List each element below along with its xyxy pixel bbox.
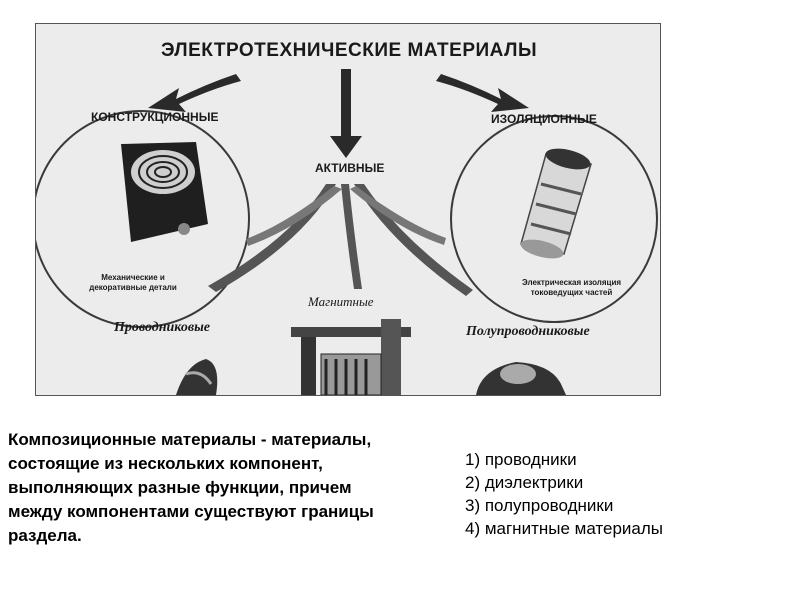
diagram-title: ЭЛЕКТРОТЕХНИЧЕСКИЕ МАТЕРИАЛЫ bbox=[161, 40, 538, 61]
label-insulating: ИЗОЛЯЦИОННЫЕ bbox=[491, 112, 597, 126]
arrow-right bbox=[436, 74, 529, 112]
label-mechanical-parts: Механические и декоративные детали bbox=[89, 273, 177, 292]
label-semiconductor: Полупроводниковые bbox=[466, 324, 590, 339]
arrow-left bbox=[148, 74, 241, 112]
slide-photo: ЭЛЕКТРОТЕХНИЧЕСКИЕ МАТЕРИАЛЫ КОНСТРУКЦИО… bbox=[35, 23, 661, 396]
materials-list: 1) проводники 2) диэлектрики 3) полупров… bbox=[465, 448, 663, 540]
branch-left-2 bbox=[246, 186, 342, 246]
label-electrical-insulation: Электрическая изоляция токоведущих часте… bbox=[521, 278, 622, 297]
list-item: 4) магнитные материалы bbox=[465, 519, 663, 538]
label-magnetic: Магнитные bbox=[308, 294, 374, 309]
label-active: АКТИВНЫЕ bbox=[315, 161, 385, 175]
relay-illustration bbox=[291, 319, 411, 395]
label-constructional: КОНСТРУКЦИОННЫЕ bbox=[91, 110, 219, 124]
list-item: 2) диэлектрики bbox=[465, 473, 584, 492]
wire-illustration bbox=[176, 359, 218, 395]
definition-text: Композиционные материалы - материалы, со… bbox=[8, 430, 374, 545]
insulator-illustration bbox=[520, 148, 592, 259]
semiconductor-illustration bbox=[476, 362, 566, 395]
circle-constructional bbox=[36, 110, 250, 328]
arrow-center bbox=[330, 69, 362, 158]
diagram-illustration bbox=[36, 69, 658, 395]
list-item: 3) полупроводники bbox=[465, 496, 614, 515]
list-item: 1) проводники bbox=[465, 450, 577, 469]
branch-right-2 bbox=[350, 186, 446, 245]
label-conductor: Проводниковые bbox=[114, 320, 211, 335]
circle-insulating bbox=[450, 115, 658, 323]
stove-illustration bbox=[121, 142, 208, 242]
branch-center bbox=[341, 184, 362, 289]
